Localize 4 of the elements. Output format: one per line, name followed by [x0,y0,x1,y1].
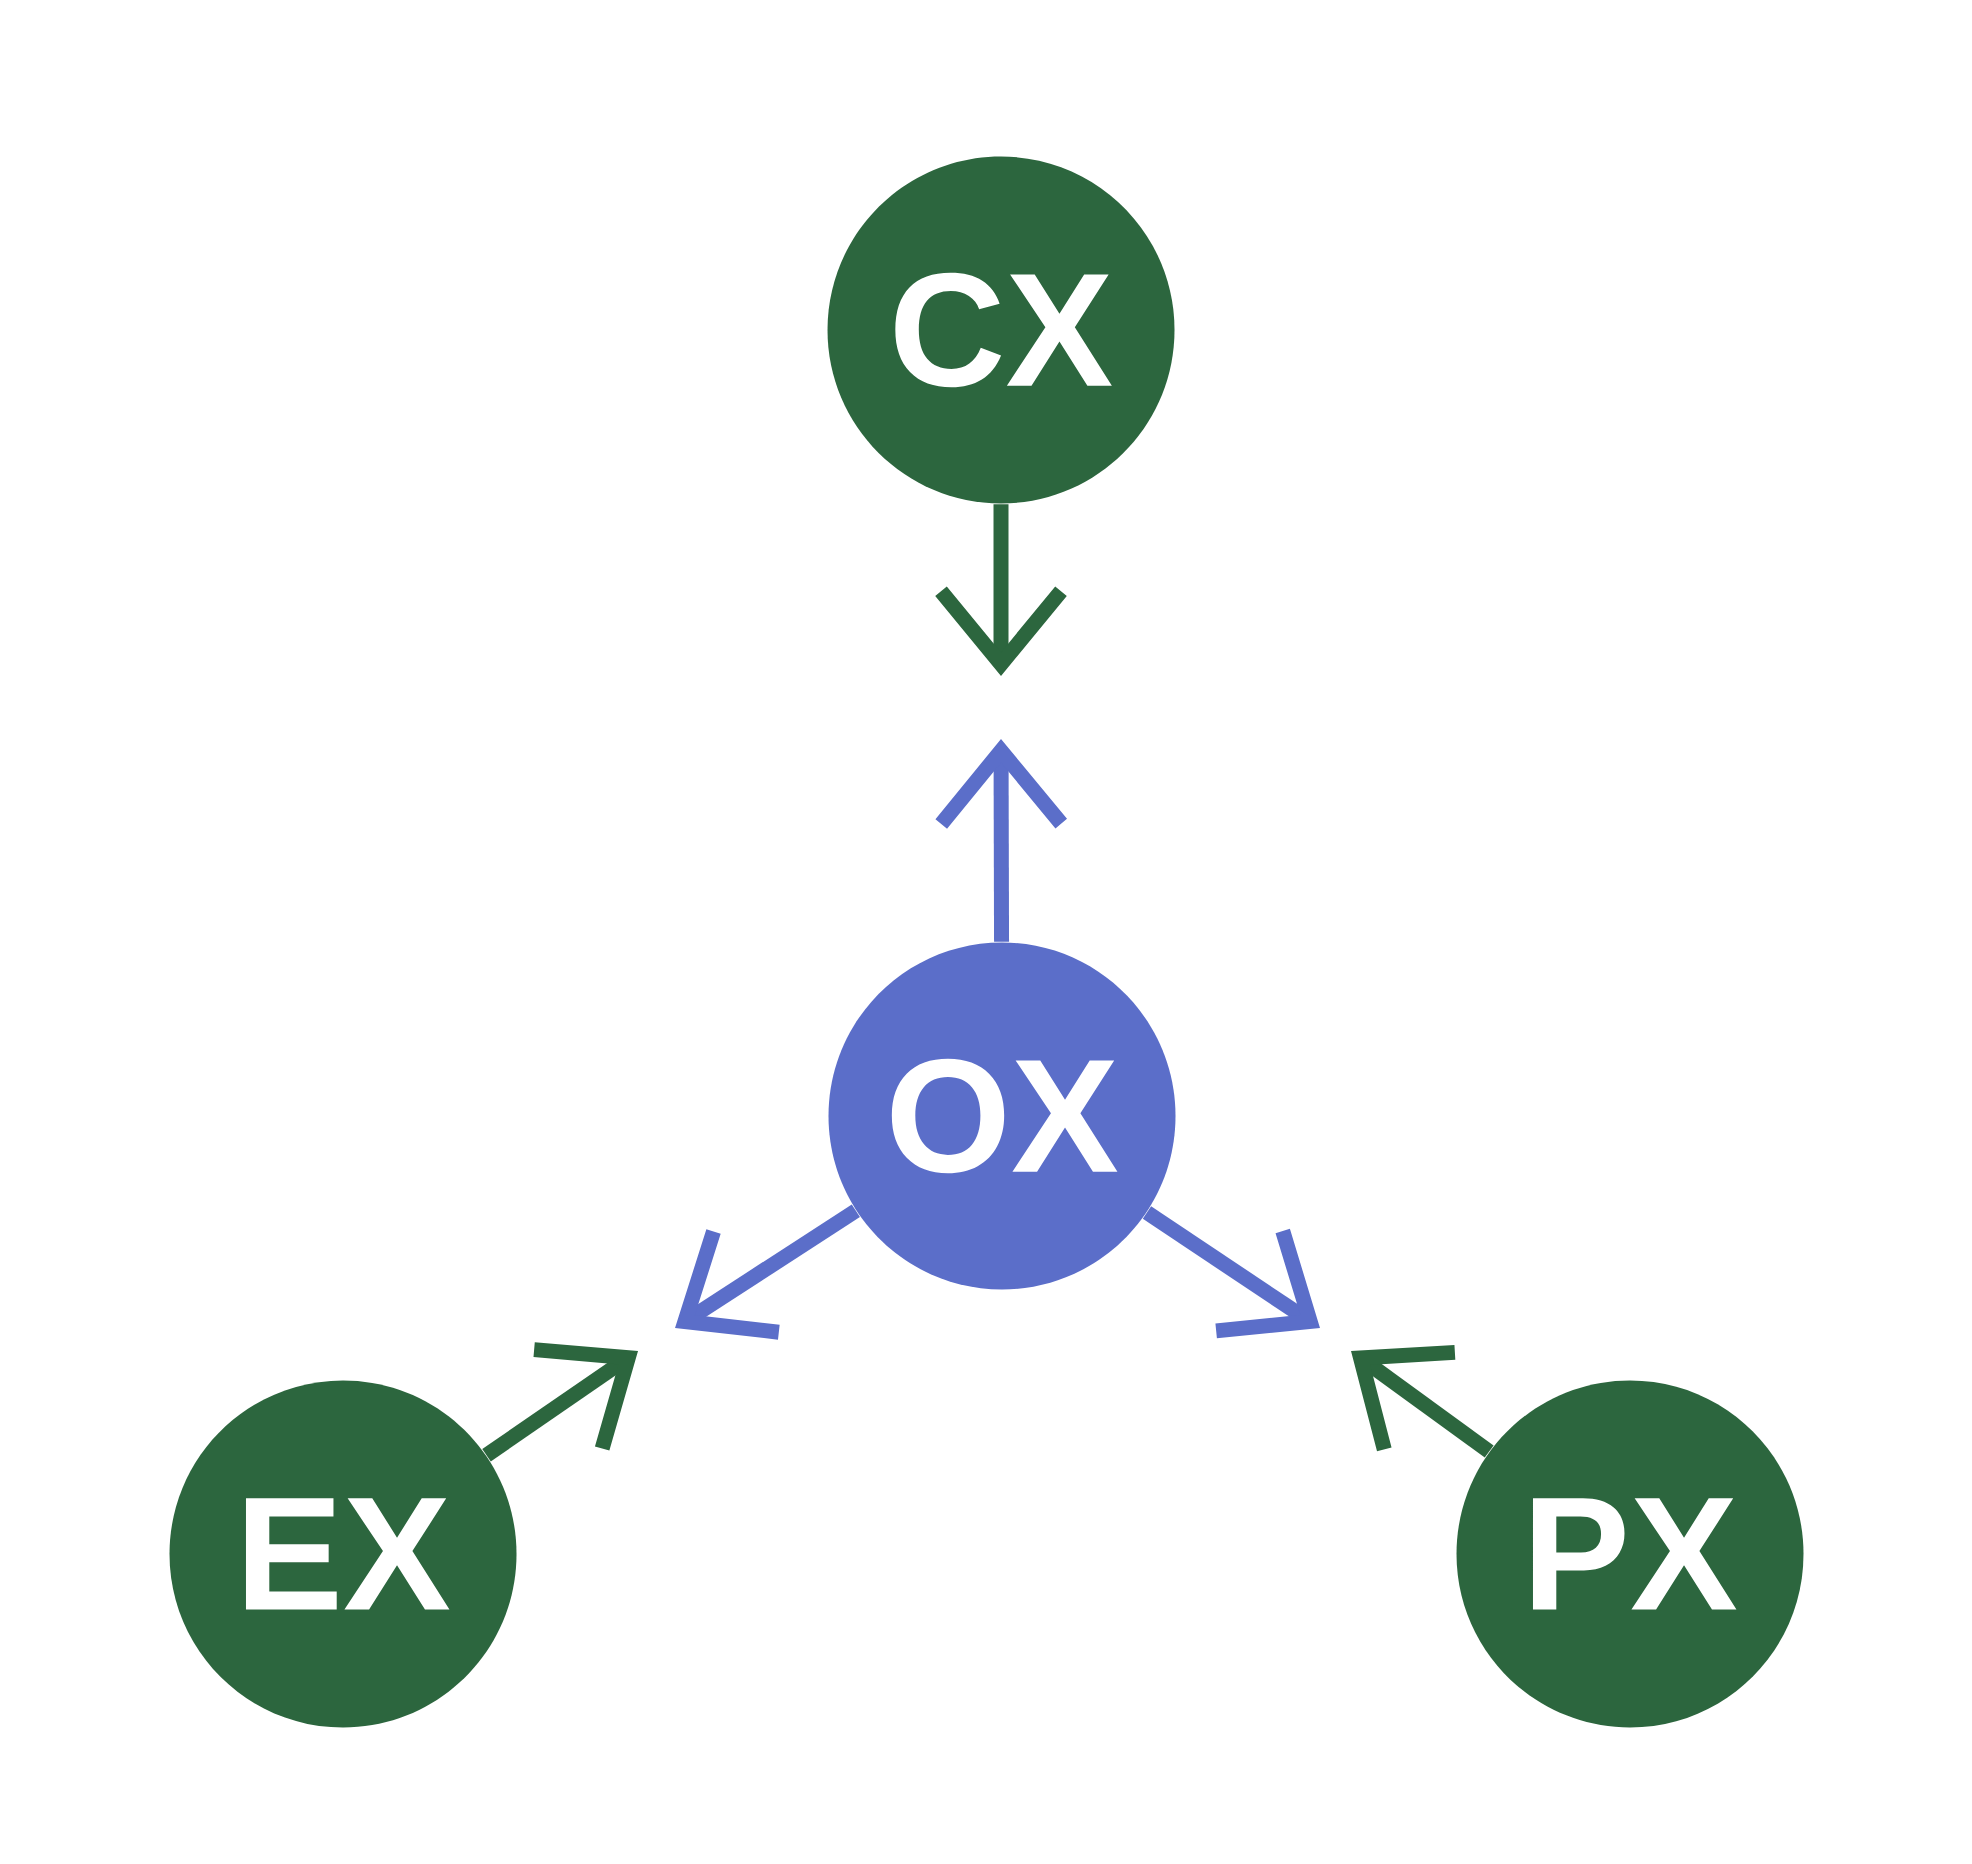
circle-node: CX [827,156,1175,504]
circle-node: OX [828,942,1176,1290]
circle-node: PX [1456,1380,1804,1728]
circle-node: EX [169,1380,517,1728]
